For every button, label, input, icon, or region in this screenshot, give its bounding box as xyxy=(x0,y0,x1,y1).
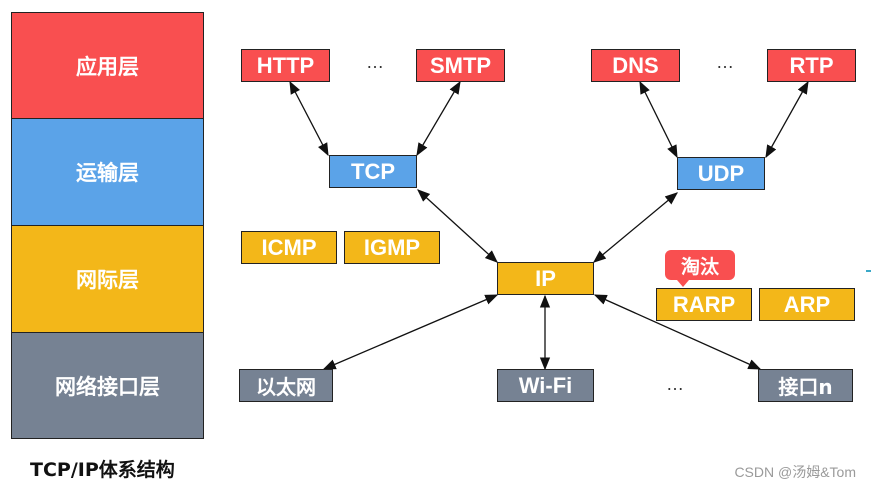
link-ellipsis: … xyxy=(666,374,684,394)
arrow-tcp-ip xyxy=(417,189,498,263)
protocol-arp: ARP xyxy=(759,288,855,321)
protocol-ip: IP xyxy=(497,262,594,295)
layer-transport-label: 运输层 xyxy=(76,161,139,185)
link-ethernet: 以太网 xyxy=(239,369,333,402)
protocol-icmp: ICMP xyxy=(241,231,337,264)
protocol-http: HTTP xyxy=(241,49,330,82)
watermark: CSDN @汤姆&Tom xyxy=(734,464,856,480)
layer-link: 网络接口层 xyxy=(11,332,204,439)
layer-internet: 网际层 xyxy=(11,225,204,333)
protocol-rtp: RTP xyxy=(767,49,856,82)
arrow-smtp-tcp xyxy=(416,80,461,157)
edge-mark xyxy=(866,270,871,272)
arrow-ip-ethernet xyxy=(322,294,499,370)
link-wifi: Wi-Fi xyxy=(497,369,594,402)
protocol-dns: DNS xyxy=(591,49,680,82)
link-interface-n: 接口n xyxy=(758,369,853,402)
arrow-rtp-udp xyxy=(765,80,809,159)
layer-application: 应用层 xyxy=(11,12,204,119)
layer-application-label: 应用层 xyxy=(76,54,139,79)
deprecated-badge: 淘汰 xyxy=(665,250,735,287)
arrow-ip-interface-n xyxy=(593,294,762,370)
arrow-udp-ip xyxy=(593,192,678,263)
application-ellipsis-1: … xyxy=(366,52,384,72)
layer-link-label: 网络接口层 xyxy=(55,374,160,399)
arrow-http-tcp xyxy=(289,80,329,157)
protocol-tcp: TCP xyxy=(329,155,417,188)
protocol-rarp: RARP xyxy=(656,288,752,321)
application-ellipsis-2: … xyxy=(716,52,734,72)
layer-internet-label: 网际层 xyxy=(76,268,139,292)
arrow-dns-udp xyxy=(639,80,678,159)
protocol-smtp: SMTP xyxy=(416,49,505,82)
protocol-udp: UDP xyxy=(677,157,765,190)
protocol-igmp: IGMP xyxy=(344,231,440,264)
diagram-caption: TCP/IP体系结构 xyxy=(30,459,175,481)
